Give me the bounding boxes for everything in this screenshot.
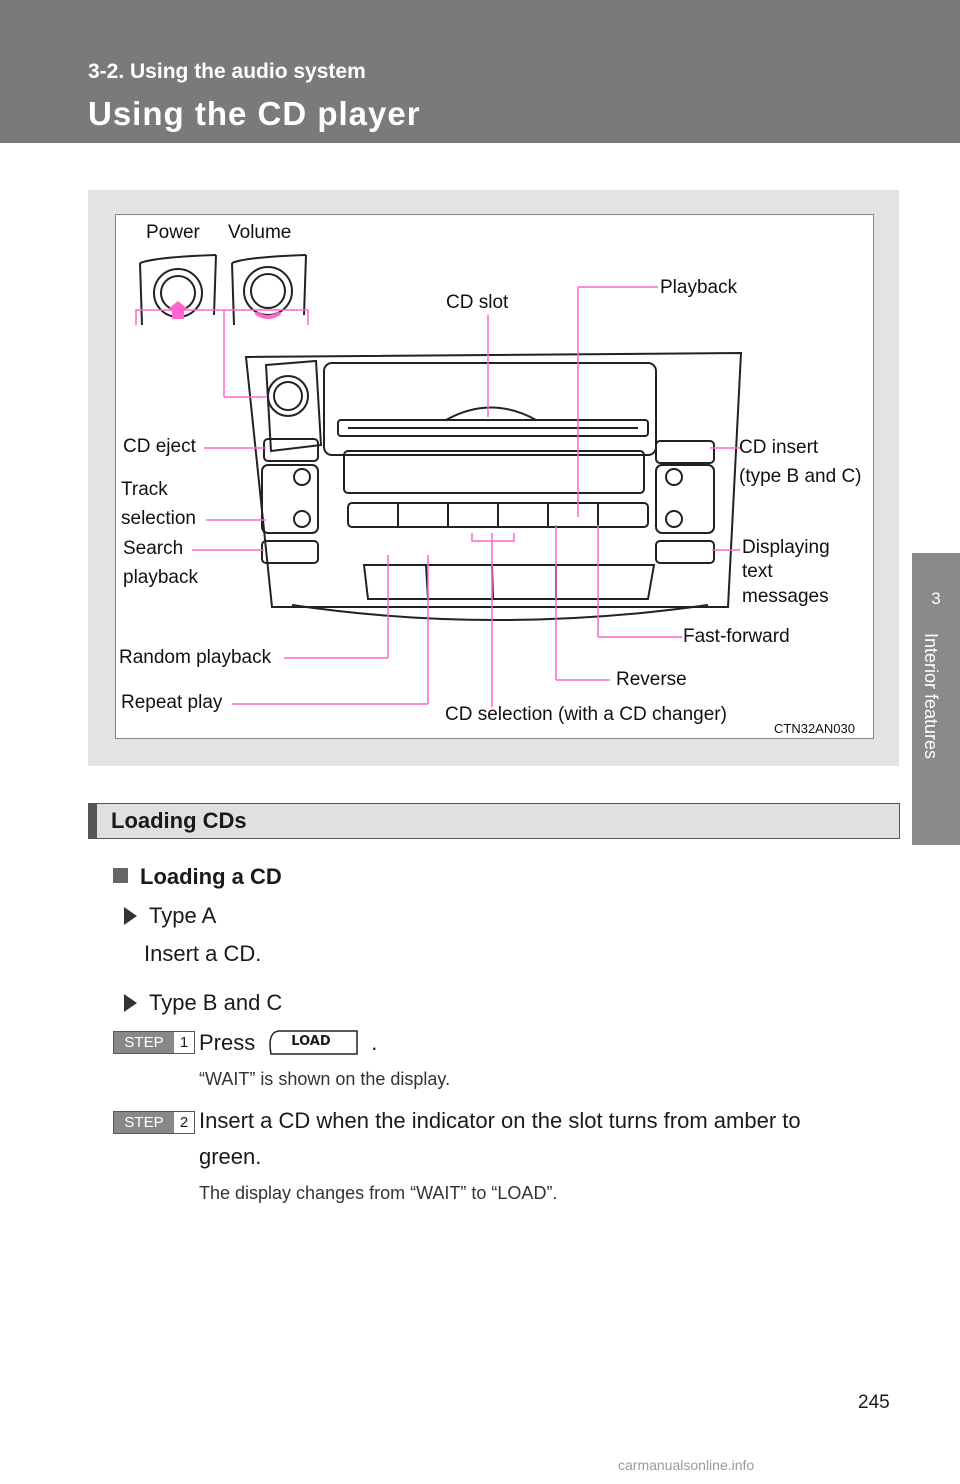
step-number: 2: [179, 1114, 189, 1131]
load-button: LOAD: [265, 1028, 361, 1058]
section-heading: Loading CDs: [111, 808, 247, 833]
step-label: STEP: [114, 1112, 174, 1133]
triangle-bullet-icon: [124, 994, 137, 1012]
step-2-note: The display changes from “WAIT” to “LOAD…: [199, 1183, 558, 1203]
label-search-playback: playback: [123, 567, 198, 588]
type-bc-label: Type B and C: [149, 990, 283, 1015]
label-cd-insert: CD insert: [739, 437, 819, 458]
chapter-number: 3: [931, 589, 941, 608]
subsection-title: Loading a CD: [140, 864, 282, 889]
section-heading-accent: [89, 804, 97, 838]
step-number: 1: [179, 1034, 189, 1051]
label-power: Power: [146, 222, 200, 243]
type-a-label: Type A: [149, 903, 217, 928]
audio-unit-drawing: [135, 254, 743, 707]
watermark: carmanualsonline.info: [618, 1457, 755, 1473]
chapter-label: Interior features: [921, 633, 941, 760]
load-button-label: LOAD: [291, 1034, 331, 1049]
page-number: 245: [858, 1392, 890, 1413]
label-cd-insert-types: (type B and C): [739, 466, 862, 487]
label-cd-selection: CD selection (with a CD changer): [445, 704, 727, 725]
square-bullet-icon: [113, 868, 128, 883]
label-messages: messages: [742, 586, 829, 607]
label-cd-eject: CD eject: [123, 436, 196, 457]
chapter-tab[interactable]: 3 Interior features: [912, 553, 960, 845]
step-2-text-line2: green.: [199, 1144, 262, 1169]
label-displaying: Displaying: [742, 537, 830, 558]
step-2-text-line1: Insert a CD when the indicator on the sl…: [199, 1108, 801, 1133]
label-track-selection: selection: [121, 508, 196, 529]
page-header: 3-2. Using the audio system Using the CD…: [0, 0, 960, 143]
label-reverse: Reverse: [616, 669, 687, 690]
label-fast-forward: Fast-forward: [683, 626, 790, 647]
label-track: Track: [121, 479, 168, 500]
type-a-instruction: Insert a CD.: [144, 941, 262, 966]
section-heading-bar: Loading CDs: [88, 803, 900, 839]
type-bc-heading: Type B and C: [124, 990, 282, 1016]
triangle-bullet-icon: [124, 907, 137, 925]
label-playback: Playback: [660, 277, 738, 298]
page-title: Using the CD player: [88, 95, 421, 132]
label-random-playback: Random playback: [119, 647, 272, 668]
step-1-badge: STEP 1: [113, 1031, 195, 1054]
label-text: text: [742, 561, 773, 582]
label-cd-slot: CD slot: [446, 292, 509, 313]
step-1-press: Press: [199, 1030, 256, 1055]
step-label: STEP: [114, 1032, 174, 1053]
type-a-heading: Type A: [124, 903, 216, 929]
audio-unit-figure: Power Volume CD slot Playback CD eject C…: [115, 214, 874, 739]
label-volume: Volume: [228, 222, 292, 243]
subsection-heading: Loading a CD: [113, 864, 282, 890]
step-1-note: “WAIT” is shown on the display.: [199, 1069, 451, 1089]
section-label: 3-2. Using the audio system: [88, 60, 366, 83]
label-search: Search: [123, 538, 184, 559]
step-1-period: .: [371, 1030, 378, 1055]
step-1-text: Press LOAD.: [199, 1028, 377, 1058]
step-2-badge: STEP 2: [113, 1111, 195, 1134]
label-repeat-play: Repeat play: [121, 692, 223, 713]
figure-code: CTN32AN030: [774, 721, 855, 736]
